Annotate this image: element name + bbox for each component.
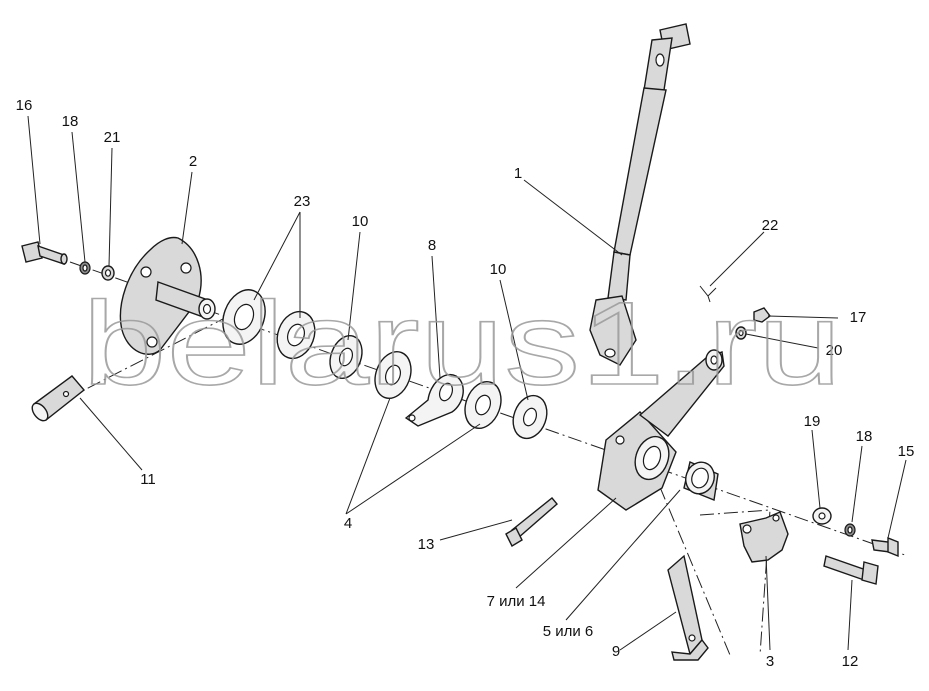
callout-7-or-14: 7 или 14 [487,593,546,610]
callout-19: 19 [804,413,821,430]
callout-21: 21 [104,129,121,146]
callout-10-right: 10 [490,261,507,278]
callout-17: 17 [850,309,867,326]
part-16-bolt [21,241,68,265]
callout-8: 8 [428,237,436,254]
callout-13: 13 [418,536,435,553]
watermark: belarus1.ru [82,278,842,410]
part-7-or-14-fork-lever [597,349,725,511]
callout-18-right: 18 [856,428,873,445]
callout-22: 22 [762,217,779,234]
callout-12: 12 [842,653,859,670]
callout-23: 23 [294,193,311,210]
callout-1: 1 [514,165,522,182]
part-8-tab-washer [404,373,464,427]
leader-lines [27,115,907,651]
callout-16: 16 [16,97,33,114]
callout-15: 15 [898,443,915,460]
part-13-bolt [505,497,558,547]
callouts: 16 18 21 2 23 10 8 10 4 11 13 1 22 17 20… [16,97,915,670]
callout-10-left: 10 [352,213,369,230]
callout-18-left: 18 [62,113,79,130]
part-20-washer [735,326,747,340]
part-1-lever-rod [589,23,691,366]
callout-2: 2 [189,153,197,170]
callout-3: 3 [766,653,774,670]
part-5-or-6-bushing [683,461,719,501]
callout-5-or-6: 5 или 6 [543,623,594,640]
part-4-washer-2 [464,381,502,429]
part-18-lock-washer-left [79,261,91,275]
part-12-bolt [823,555,879,585]
part-21-washer [101,265,115,281]
part-11-pin [31,375,86,422]
part-3-bracket [739,511,789,563]
part-15-bolt [871,536,899,558]
part-23-washer-2 [276,310,316,360]
part-2-flange-plate [119,236,216,355]
part-10-washer-left [329,334,363,380]
callout-9: 9 [612,643,620,660]
callout-20: 20 [826,342,843,359]
part-23-washer-1 [222,289,266,345]
callout-11: 11 [140,471,156,488]
part-19-washer [812,507,832,525]
part-22-grease-fitting [699,285,717,303]
part-17-nut [753,307,771,323]
part-4-washer-1 [374,351,412,399]
part-10-washer-right [512,394,548,440]
part-18-lock-washer-right [844,523,856,537]
callout-4: 4 [344,515,352,532]
part-9-strip-bracket [667,554,709,661]
